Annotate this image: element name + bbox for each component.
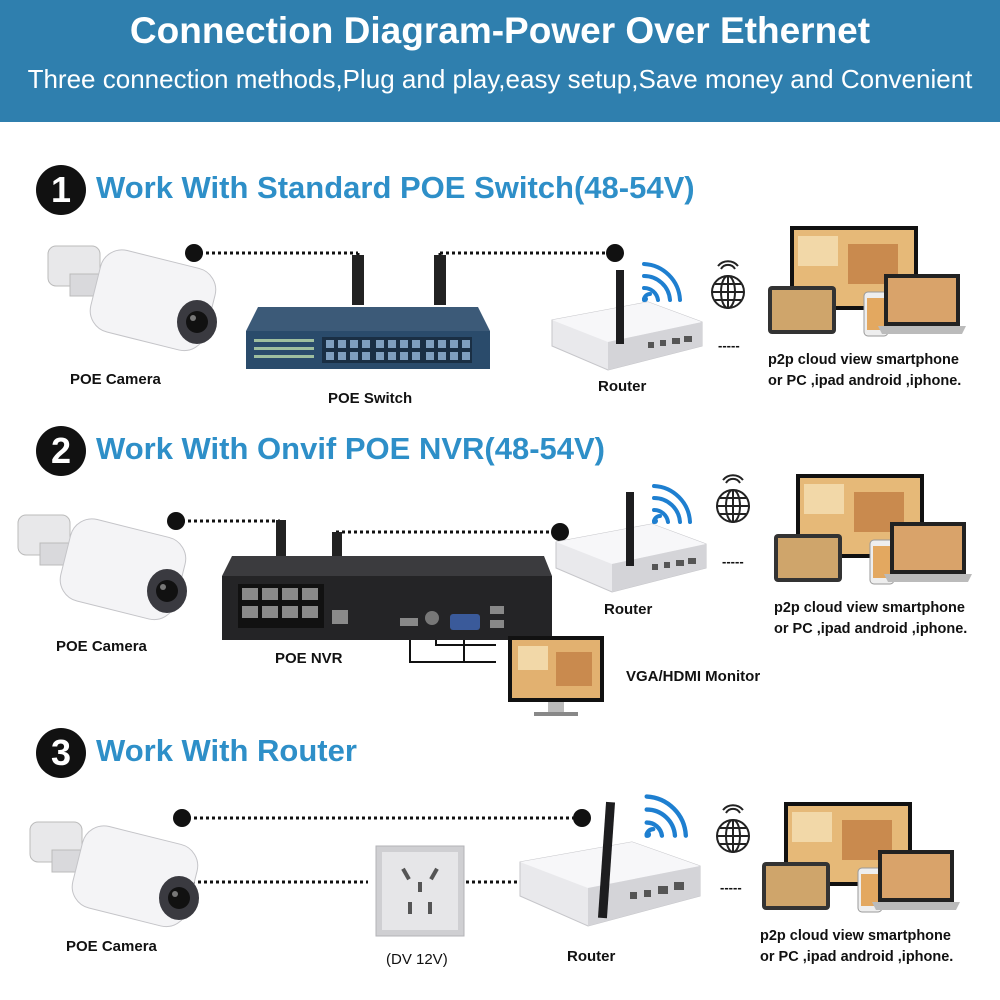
router-icon	[519, 801, 701, 927]
section-2-number: 2	[36, 426, 86, 476]
globe-icon	[716, 474, 750, 523]
power-socket-icon	[375, 845, 465, 937]
section-2-nvr-label: POE NVR	[275, 650, 343, 667]
section-1-number: 1	[36, 165, 86, 215]
section-1-router-label: Router	[598, 378, 647, 395]
section-2-cloud-text: p2p cloud view smartphone or PC ,ipad an…	[774, 598, 967, 640]
section-3-title: Work With Router	[96, 733, 357, 768]
wifi-icon	[652, 484, 692, 524]
section-3-number: 3	[36, 728, 86, 778]
globe-icon	[711, 260, 745, 309]
router-icon	[551, 270, 703, 371]
section-1-title: Work With Standard POE Switch(48-54V)	[96, 170, 695, 205]
devices-icon	[768, 226, 966, 337]
nvr-icon	[222, 520, 552, 640]
camera-icon	[17, 514, 187, 621]
router-icon	[555, 492, 707, 593]
section-1-cloud-text: p2p cloud view smartphone or PC ,ipad an…	[768, 350, 961, 392]
section-3-router-label: Router	[567, 948, 616, 965]
section-1-switch-label: POE Switch	[328, 390, 413, 407]
camera-icon	[29, 821, 199, 928]
section-1-dash: -----	[718, 338, 740, 353]
section-1-cloud-line-2: or PC ,ipad android ,iphone.	[768, 373, 962, 389]
devices-icon	[774, 474, 972, 585]
wifi-icon	[644, 794, 688, 838]
devices-icon	[762, 802, 960, 913]
section-2-router-label: Router	[604, 601, 653, 618]
section-3-cloud-line-2: or PC ,ipad android ,iphone.	[760, 949, 954, 965]
section-2-cloud-line-1: p2p cloud view smartphone	[774, 600, 965, 616]
section-2-dash: -----	[722, 554, 744, 569]
globe-icon	[716, 804, 750, 853]
section-3-dash: -----	[720, 880, 742, 895]
section-2-monitor-label: VGA/HDMI Monitor	[626, 668, 761, 685]
section-2-title: Work With Onvif POE NVR(48-54V)	[96, 431, 606, 466]
monitor-icon	[508, 636, 604, 716]
section-3-camera-label: POE Camera	[66, 938, 157, 955]
section-3-cloud-line-1: p2p cloud view smartphone	[760, 928, 951, 944]
section-3-cloud-text: p2p cloud view smartphone or PC ,ipad an…	[760, 926, 953, 968]
section-1-camera-label: POE Camera	[70, 371, 161, 388]
wifi-icon	[642, 262, 682, 302]
page-title: Connection Diagram-Power Over Ethernet	[129, 10, 871, 51]
camera-icon	[47, 245, 217, 352]
section-1-cloud-line-1: p2p cloud view smartphone	[768, 352, 959, 368]
switch-icon	[246, 255, 490, 369]
section-2-camera-label: POE Camera	[56, 638, 147, 655]
section-2-cloud-line-2: or PC ,ipad android ,iphone.	[774, 621, 968, 637]
section-3-power-label: (DV 12V)	[386, 951, 448, 968]
page-subtitle: Three connection methods,Plug and play,e…	[27, 64, 973, 94]
header-banner: Connection Diagram-Power Over Ethernet T…	[0, 0, 1000, 122]
